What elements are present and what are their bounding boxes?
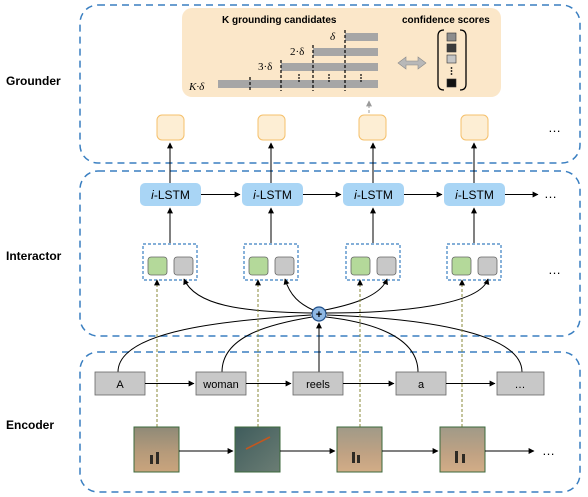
lstm-ellipsis: …: [544, 186, 557, 201]
output-box-3: [358, 114, 387, 141]
lstm-cell-1: [140, 183, 201, 206]
grounder-section: [79, 4, 581, 164]
visual-feature-4: [451, 256, 472, 276]
visual-feature-3: [350, 256, 371, 276]
feature-pair-4: [446, 243, 502, 281]
encoder-section: [79, 351, 581, 493]
lstm-label-2: i-LSTM: [253, 188, 292, 202]
visual-feature-1: [147, 256, 168, 276]
candidates-title: K grounding candidates: [222, 15, 337, 26]
interactor-section: [79, 170, 581, 337]
pair-ellipsis: …: [548, 262, 561, 277]
encoder-label: Encoder: [6, 418, 54, 432]
text-feature-4: [477, 256, 498, 276]
grounder-label: Grounder: [6, 74, 61, 88]
output-box-1: [156, 114, 185, 141]
text-feature-1: [173, 256, 194, 276]
word-3: reels: [306, 379, 330, 391]
label-kdelta: K·δ: [188, 81, 205, 93]
scores-title: confidence scores: [402, 15, 490, 26]
grounder-ellipsis: …: [548, 120, 561, 135]
word-box-5: [496, 371, 545, 396]
video-frame-2: [234, 426, 281, 473]
encoder-to-plus-curves: [117, 314, 523, 373]
word-1: A: [116, 379, 124, 391]
frame-to-feature-links: [154, 279, 465, 427]
feature-pair-2: [243, 243, 299, 281]
plus-symbol: +: [316, 309, 322, 321]
lstm-cell-2: [242, 183, 303, 206]
candidate-bar-k: [218, 80, 378, 88]
lstm-cell-3: [343, 183, 404, 206]
candidate-bar-3: [281, 63, 378, 71]
frame-ellipsis: …: [542, 443, 555, 458]
lstm-row: i-LSTM i-LSTM i-LSTM i-LSTM: [140, 183, 505, 206]
lstm-cell-4: [444, 183, 505, 206]
double-arrow-icon: [397, 56, 427, 70]
grounder-outputs: [156, 114, 489, 141]
label-delta: δ: [330, 31, 336, 43]
lstm-label-1: i-LSTM: [151, 188, 190, 202]
word-5: …: [515, 379, 526, 391]
confidence-vector: [437, 29, 467, 91]
word-4: a: [418, 379, 425, 391]
feature-pair-3: [345, 243, 401, 281]
interactor-label: Interactor: [6, 249, 62, 263]
lstm-label-3: i-LSTM: [354, 188, 393, 202]
video-frame-1: [133, 426, 180, 473]
pair-to-lstm-arrows: [167, 207, 477, 243]
label-2delta: 2·δ: [290, 46, 304, 58]
feature-pair-1: [142, 243, 198, 281]
output-box-4: [460, 114, 489, 141]
candidate-dots: [298, 74, 362, 82]
candidate-dividers: [249, 30, 346, 91]
visual-feature-2: [248, 256, 269, 276]
candidate-bar-1: [345, 33, 378, 41]
text-feature-3: [376, 256, 397, 276]
lstm-to-output-arrows: [167, 142, 477, 183]
video-frame-3: [336, 426, 383, 473]
output-box-2: [257, 114, 286, 141]
text-feature-2: [274, 256, 295, 276]
word-2: woman: [202, 379, 238, 391]
label-3delta: 3·δ: [258, 61, 272, 73]
video-frame-4: [439, 426, 486, 473]
lstm-label-4: i-LSTM: [455, 188, 494, 202]
aggregation-node: [311, 306, 327, 322]
plus-to-feature-arrows: [183, 278, 490, 314]
